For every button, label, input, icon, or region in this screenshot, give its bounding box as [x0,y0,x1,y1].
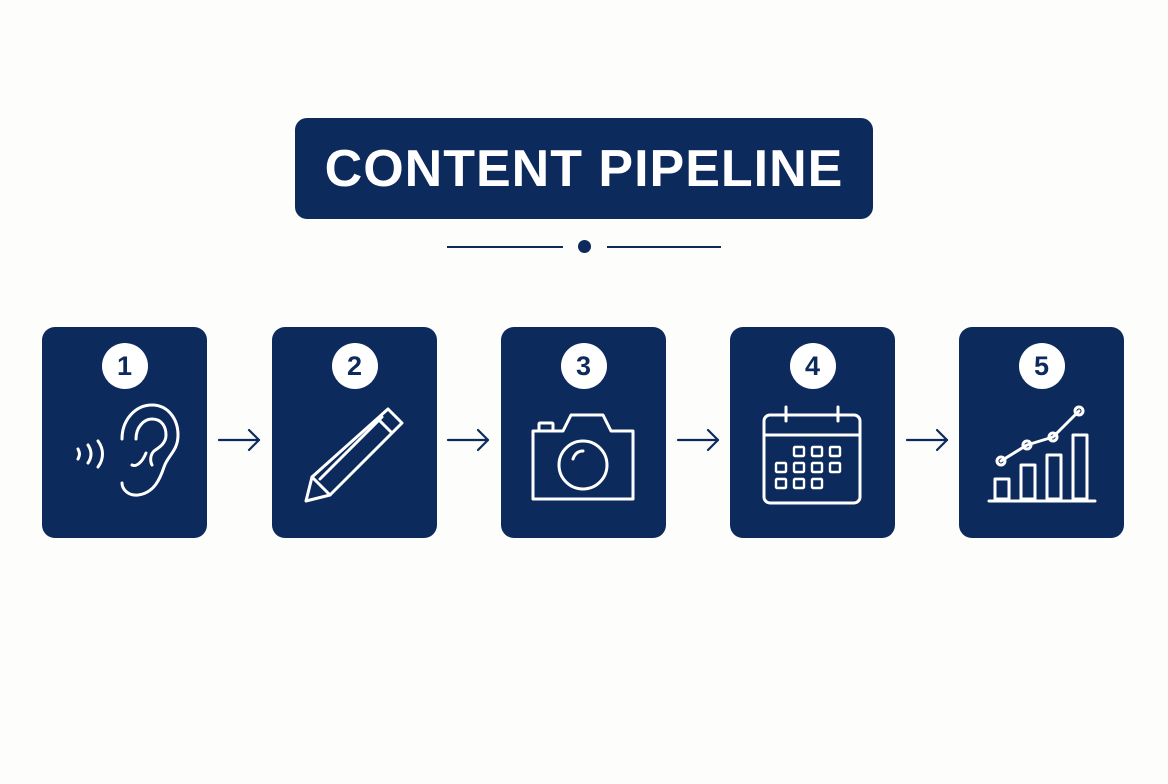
step-5-number: 5 [1018,343,1065,389]
title-divider [447,236,721,258]
step-2-card: 2 [272,327,437,538]
step-3-card: 3 [501,327,666,538]
ear-icon [54,395,194,515]
step-1-card: 1 [42,327,207,538]
pencil-icon [284,395,424,515]
flow-arrow-4 [903,425,951,455]
flow-arrow-2 [444,425,492,455]
flow-arrow-3 [674,425,722,455]
divider-line-right [607,246,721,248]
title-banner: CONTENT PIPELINE [295,118,873,219]
step-4-card: 4 [730,327,895,538]
divider-dot [578,240,591,253]
step-5-card: 5 [959,327,1124,538]
divider-line-left [447,246,563,248]
step-3-number: 3 [560,343,607,389]
step-1-number: 1 [101,343,148,389]
diagram-title: CONTENT PIPELINE [324,139,844,198]
calendar-icon [742,395,882,515]
step-4-number: 4 [789,343,836,389]
growth-chart-icon [971,395,1111,515]
step-2-number: 2 [331,343,378,389]
flow-arrow-1 [215,425,263,455]
camera-icon [513,395,653,515]
